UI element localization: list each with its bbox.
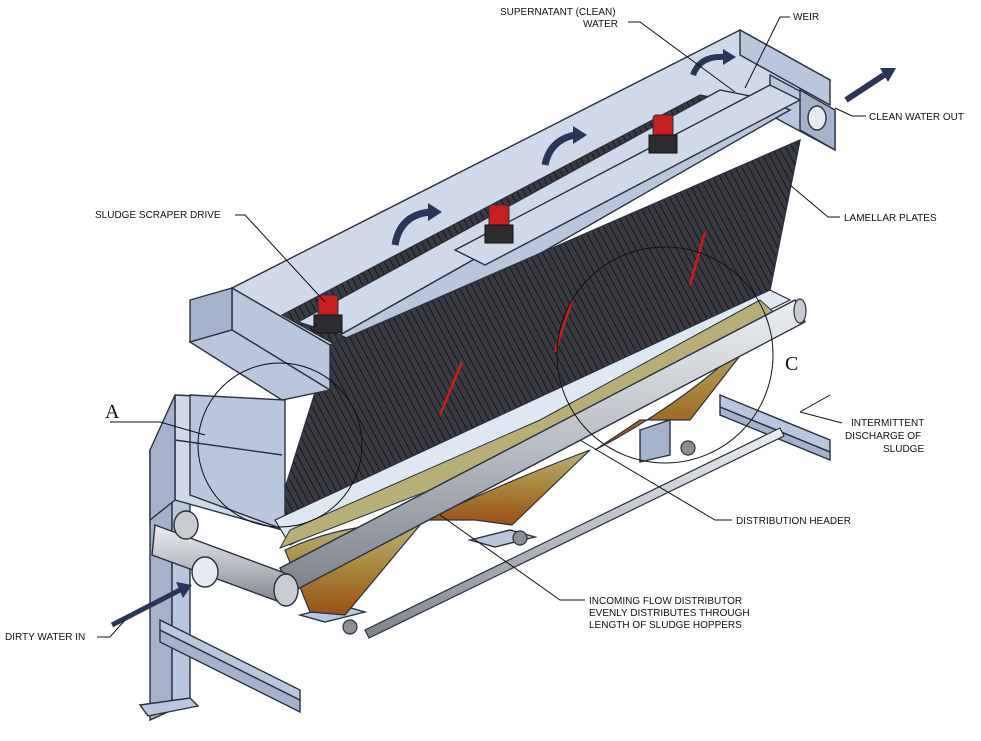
label-intermittent-line2: DISCHARGE OF (845, 431, 921, 442)
label-sludge-scraper-drive: SLUDGE SCRAPER DRIVE (95, 210, 221, 221)
label-clean-water-out: CLEAN WATER OUT (869, 112, 964, 123)
label-distribution-header: DISTRIBUTION HEADER (736, 516, 851, 527)
detail-circle-c (556, 246, 774, 464)
label-intermittent-line1: INTERMITTENT (851, 418, 924, 429)
drive-motor-1 (313, 294, 343, 334)
sludge-scraper-drives (313, 114, 678, 334)
label-incoming-flow-line2: EVENLY DISTRIBUTES THROUGH (589, 608, 750, 619)
label-supernatant-line2: WATER (583, 19, 618, 30)
sludge-discharge-pipe (364, 427, 785, 639)
sludge-hoppers (278, 299, 781, 616)
flow-arrows (110, 49, 896, 628)
label-lamellar-plates: LAMELLAR PLATES (844, 213, 937, 224)
label-callout-a: A (105, 401, 120, 423)
leader-lines (97, 16, 866, 638)
label-incoming-flow-line1: INCOMING FLOW DISTRIBUTOR (589, 596, 742, 607)
label-intermittent-line3: SLUDGE (883, 444, 924, 455)
drive-motor-2 (484, 204, 514, 244)
label-weir: WEIR (793, 12, 819, 23)
label-incoming-flow-line3: LENGTH OF SLUDGE HOPPERS (589, 620, 742, 631)
label-callout-c: C (785, 353, 798, 375)
label-supernatant-line1: SUPERNATANT (CLEAN) (500, 7, 616, 18)
drive-motor-3 (648, 114, 678, 154)
detail-circle-a (197, 362, 363, 528)
piping (151, 298, 807, 639)
label-dirty-water-in: DIRTY WATER IN (5, 632, 85, 643)
